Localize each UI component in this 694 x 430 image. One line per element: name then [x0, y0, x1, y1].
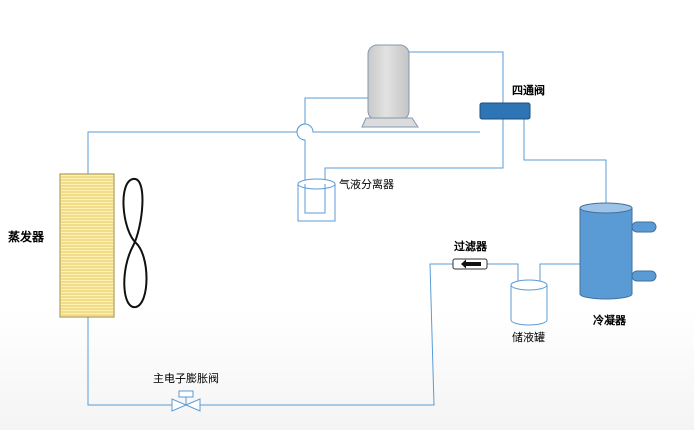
- evaporator-label: 蒸发器: [8, 230, 45, 244]
- pipe-compressor-to-separator: [296, 97, 368, 181]
- expansion-valve-icon: [171, 390, 201, 412]
- pipe-condenser-to-receiver: [539, 263, 580, 285]
- pipe-compressor-to-four-way-valve: [408, 51, 504, 103]
- liquid-receiver-label: 储液罐: [512, 331, 545, 344]
- condenser-cylinder-icon: [579, 202, 657, 300]
- pipe-expansion-valve-to-evaporator: [87, 317, 172, 406]
- pipe-four-way-valve-to-separator: [324, 119, 504, 183]
- four-way-valve-label: 四通阀: [512, 84, 545, 97]
- separator-tank-icon: [297, 178, 336, 222]
- fan-blade-icon: [122, 178, 148, 309]
- pipe-filter-to-expansion-valve: [200, 263, 453, 406]
- finned-coil-icon: [59, 173, 115, 318]
- pipe-four-way-valve-to-evaporator: [87, 123, 480, 174]
- pipe-network: [87, 51, 607, 406]
- compressor-icon: [361, 44, 419, 128]
- four-way-valve-icon: [479, 102, 531, 120]
- main-electronic-expansion-valve-label: 主电子膨胀阀: [153, 372, 219, 385]
- filter-label: 过滤器: [454, 240, 487, 253]
- condenser-label: 冷凝器: [593, 314, 626, 327]
- pipe-four-way-valve-to-condenser: [523, 119, 607, 203]
- receiver-tank-icon: [510, 279, 548, 326]
- gas-liquid-separator-label: 气液分离器: [339, 178, 394, 191]
- pipe-receiver-to-filter: [487, 263, 519, 285]
- filter-icon: [452, 258, 488, 270]
